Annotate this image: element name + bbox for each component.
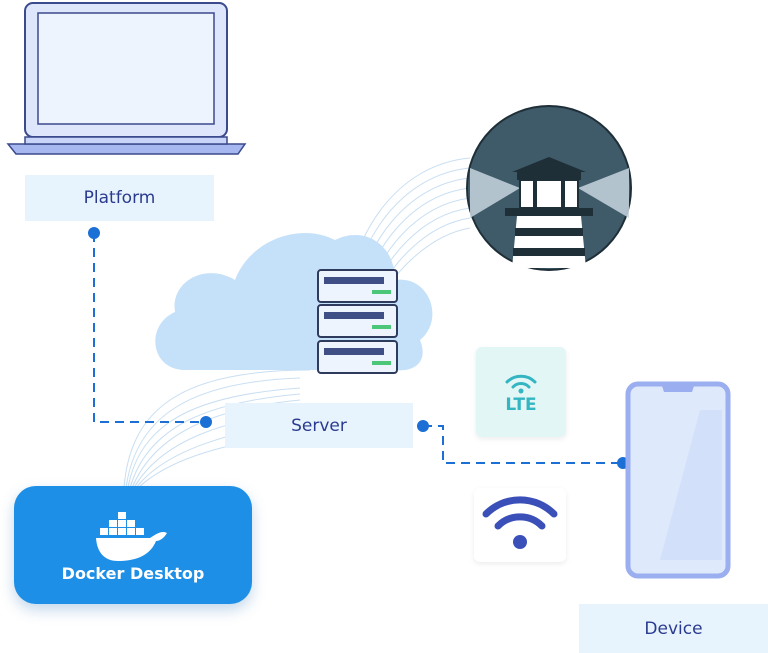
laptop-icon (6, 2, 247, 155)
lighthouse-icon (466, 105, 632, 271)
device-label-text: Device (644, 618, 703, 639)
server-label: Server (225, 403, 413, 448)
smartphone-icon (625, 381, 731, 579)
device-label: Device (579, 604, 768, 653)
platform-label-text: Platform (83, 188, 156, 208)
docker-desktop-card: Docker Desktop (14, 486, 252, 604)
lte-label: LTE (505, 395, 537, 415)
platform-server-connector (88, 227, 212, 428)
server-label-text: Server (291, 415, 347, 436)
platform-label: Platform (25, 175, 214, 221)
docker-desktop-label: Docker Desktop (61, 564, 205, 583)
server-rack-icon (317, 269, 398, 374)
wifi-icon (482, 496, 558, 549)
lte-signal-icon (505, 374, 537, 394)
docker-fan-lines (123, 369, 311, 489)
wifi-tile (474, 488, 566, 562)
lte-tile: LTE (476, 347, 566, 437)
